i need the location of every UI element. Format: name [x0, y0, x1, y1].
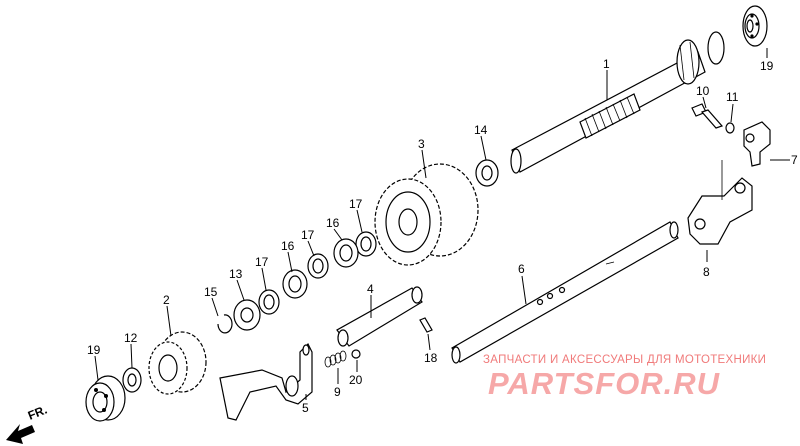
part-number-1: 1	[603, 57, 610, 71]
part-number-17c: 17	[349, 197, 363, 211]
part-number-6: 6	[518, 262, 525, 276]
part-number-11: 11	[726, 90, 739, 104]
fork-shaft-4	[336, 286, 423, 347]
watermark-logo: PARTSFOR.RU	[488, 366, 721, 401]
part-number-4: 4	[367, 282, 374, 296]
pin-18	[419, 317, 433, 333]
part-number-9: 9	[334, 385, 341, 399]
part-number-16a: 16	[281, 239, 295, 253]
bearing-top	[742, 5, 768, 47]
front-direction-marker: FR.	[6, 403, 49, 444]
part-number-19a: 19	[87, 343, 101, 357]
ball-20	[351, 349, 361, 359]
part-number-2: 2	[163, 293, 170, 307]
washer-14	[475, 159, 499, 187]
main-shaft	[510, 31, 725, 174]
part-number-12: 12	[124, 331, 138, 345]
stopper-arm-7	[743, 121, 771, 167]
circlip-15	[217, 314, 233, 334]
part-number-3: 3	[418, 137, 425, 151]
needle-bearings	[258, 231, 377, 315]
part-number-5: 5	[302, 401, 309, 415]
part-number-20: 20	[349, 373, 363, 387]
part-number-8: 8	[703, 265, 710, 279]
spring-9	[324, 350, 347, 368]
washer-11	[725, 122, 735, 134]
gear-2	[148, 331, 207, 395]
part-number-15: 15	[204, 285, 218, 299]
part-number-7: 7	[791, 153, 798, 167]
part-number-16b: 16	[326, 216, 340, 230]
front-label: FR.	[26, 403, 49, 423]
bearing-bottom	[85, 375, 126, 422]
bolt-10	[691, 103, 724, 129]
front-arrow-icon	[6, 424, 35, 444]
shift-fork-5	[219, 342, 313, 421]
watermark-caption: ЗАПЧАСТИ И АКСЕССУАРЫ ДЛЯ МОТОТЕХНИКИ	[483, 354, 767, 366]
part-number-18: 18	[424, 351, 438, 365]
double-gear-3	[374, 163, 479, 266]
part-number-13: 13	[229, 267, 243, 281]
part-number-17a: 17	[255, 255, 269, 269]
part-number-17b: 17	[301, 228, 315, 242]
part-number-19b: 19	[760, 59, 774, 73]
washer-13	[233, 299, 261, 331]
washer-12	[122, 367, 142, 393]
part-number-10: 10	[696, 84, 710, 98]
leader-lines	[94, 48, 790, 400]
part-number-14: 14	[474, 123, 488, 137]
shift-shaft-6	[451, 221, 679, 364]
bracket-8	[687, 160, 753, 245]
